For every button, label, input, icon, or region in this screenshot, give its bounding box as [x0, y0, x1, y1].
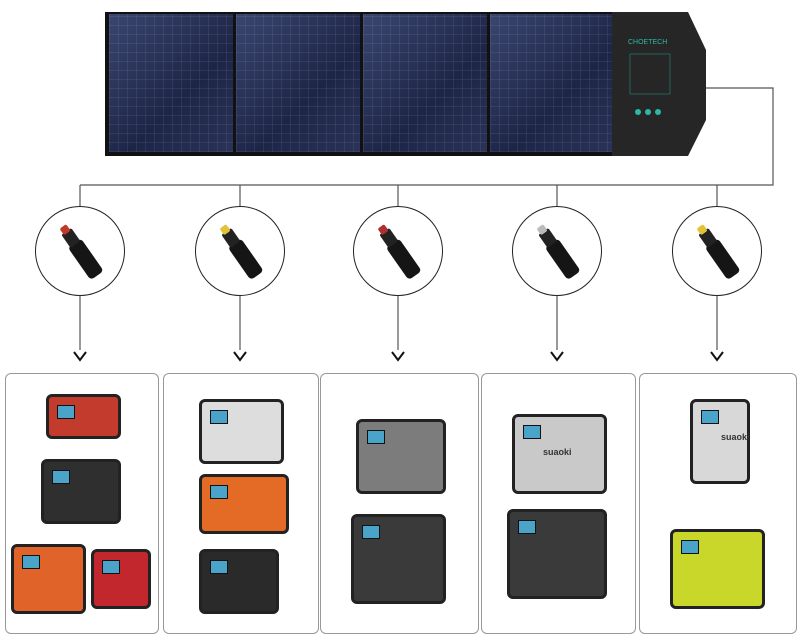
power-station: suaoki	[690, 399, 750, 484]
connector-dc-barrel-silver-tip	[512, 206, 602, 296]
brand-label: suaoki	[543, 447, 572, 457]
power-station	[199, 549, 279, 614]
brand-label: suaoki	[721, 432, 750, 442]
solar-cell	[363, 14, 487, 152]
solar-cell	[236, 14, 360, 152]
power-station	[41, 459, 121, 524]
power-station	[356, 419, 446, 494]
connector-anderson-connector	[353, 206, 443, 296]
device-group	[5, 373, 159, 634]
power-station	[46, 394, 121, 439]
power-station	[351, 514, 446, 604]
power-station	[670, 529, 765, 609]
solar-cell	[109, 14, 233, 152]
power-station	[199, 474, 289, 534]
power-station	[91, 549, 151, 609]
panel-tag	[612, 12, 706, 156]
power-station	[11, 544, 86, 614]
device-group	[163, 373, 319, 634]
connector-icon	[378, 224, 421, 279]
device-group	[320, 373, 479, 634]
connector-dc-barrel-red-tip	[35, 206, 125, 296]
device-group: suaoki	[639, 373, 797, 634]
power-station	[199, 399, 284, 464]
connector-icon	[220, 224, 263, 279]
brand-logo: CHOETECH	[628, 39, 667, 46]
solar-panel	[105, 12, 614, 156]
device-group: suaoki	[481, 373, 636, 634]
connector-dc-barrel-yellow-tip	[195, 206, 285, 296]
connector-icon	[697, 224, 740, 279]
connector-dc-barrel-yellow-large	[672, 206, 762, 296]
power-station: suaoki	[512, 414, 607, 494]
solar-cell	[490, 14, 614, 152]
connector-icon	[60, 224, 103, 279]
arrow-icons	[73, 351, 724, 362]
power-station	[507, 509, 607, 599]
connector-icon	[537, 224, 580, 279]
